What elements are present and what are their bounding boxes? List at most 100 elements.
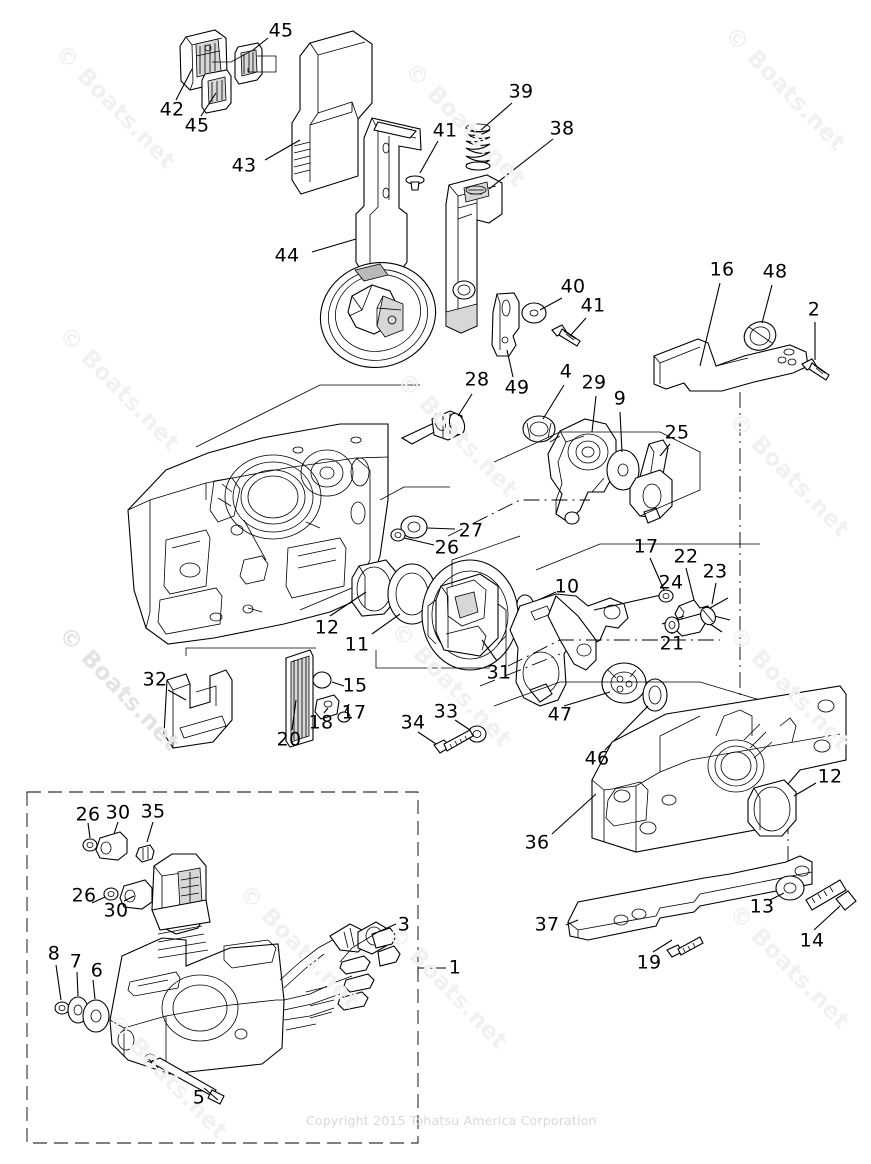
part-45-switch-upper <box>234 42 263 85</box>
part-32-bracket <box>163 669 233 749</box>
callout-30[interactable]: 30 <box>105 801 131 824</box>
callout-14[interactable]: 14 <box>799 929 825 952</box>
callout-34[interactable]: 34 <box>400 711 426 734</box>
leaders-top-left <box>175 37 277 117</box>
callout-15[interactable]: 15 <box>342 674 368 697</box>
callout-5[interactable]: 5 <box>192 1086 206 1109</box>
part-25-shift-lever <box>629 439 673 524</box>
part-26-nut-inset-lower <box>91 887 119 904</box>
part-27-washer <box>400 515 456 539</box>
part-1-remote-control-box <box>109 853 446 1105</box>
callout-46[interactable]: 46 <box>584 747 610 770</box>
callout-16[interactable]: 16 <box>709 258 735 281</box>
callout-40[interactable]: 40 <box>560 275 586 298</box>
callout-9[interactable]: 9 <box>613 387 627 410</box>
part-17-pin-right <box>649 557 674 603</box>
callout-27[interactable]: 27 <box>458 519 484 542</box>
part-37-trim-plate <box>565 855 813 941</box>
callout-28[interactable]: 28 <box>464 368 490 391</box>
callout-44[interactable]: 44 <box>274 244 300 267</box>
callout-1[interactable]: 1 <box>448 956 462 979</box>
part-24-link-plate <box>509 592 671 707</box>
callout-41b[interactable]: 41 <box>580 294 606 317</box>
part-29-cam-plate <box>547 395 617 525</box>
copyright-notice: Copyright 2015 Tohatsu America Corporati… <box>306 1113 597 1128</box>
part-17-pin-left <box>337 703 351 723</box>
callout-39[interactable]: 39 <box>508 80 534 103</box>
part-8-nut <box>54 964 70 1015</box>
part-28-shaft <box>400 393 473 445</box>
part-13-washer <box>769 875 805 901</box>
callout-12b[interactable]: 12 <box>817 765 843 788</box>
callout-23[interactable]: 23 <box>702 560 728 583</box>
callout-24[interactable]: 24 <box>658 571 684 594</box>
part-48-bushing <box>743 284 777 351</box>
callout-2[interactable]: 2 <box>807 298 821 321</box>
callout-38[interactable]: 38 <box>549 117 575 140</box>
callout-49[interactable]: 49 <box>504 376 530 399</box>
callout-19[interactable]: 19 <box>636 951 662 974</box>
part-4-bushing <box>522 384 565 443</box>
callout-45b[interactable]: 45 <box>184 114 210 137</box>
callout-12[interactable]: 12 <box>314 616 340 639</box>
part-35-clip-inset <box>135 821 155 863</box>
callout-32[interactable]: 32 <box>142 668 168 691</box>
callout-4[interactable]: 4 <box>559 360 573 383</box>
callout-48[interactable]: 48 <box>762 260 788 283</box>
callout-22[interactable]: 22 <box>673 545 699 568</box>
callout-17[interactable]: 17 <box>633 535 659 558</box>
part-15-roller <box>312 671 345 689</box>
part-2-screw <box>801 322 830 381</box>
part-34-bolt <box>417 729 474 754</box>
part-39-spring <box>465 102 513 171</box>
part-12-bushing-right <box>747 779 817 837</box>
callout-42[interactable]: 42 <box>159 98 185 121</box>
callout-18[interactable]: 18 <box>308 711 334 734</box>
callout-26d[interactable]: 26 <box>71 884 97 907</box>
callout-25[interactable]: 25 <box>664 421 690 444</box>
part-30-barrel-inset-upper <box>95 821 128 861</box>
part-26-nut <box>390 528 435 546</box>
callout-29[interactable]: 29 <box>581 371 607 394</box>
part-6-grommet <box>82 979 110 1033</box>
part-23-spring-clip <box>700 582 731 633</box>
callout-20[interactable]: 20 <box>276 728 302 751</box>
callout-26c[interactable]: 26 <box>75 803 101 826</box>
callout-3[interactable]: 3 <box>397 913 411 936</box>
part-49-detent-plate <box>491 292 520 378</box>
callout-7[interactable]: 7 <box>69 950 83 973</box>
callout-10[interactable]: 10 <box>554 575 580 598</box>
part-41-screw-lower <box>551 317 587 347</box>
part-19-screw <box>652 936 704 958</box>
part-31-drum <box>421 559 519 671</box>
callout-17b[interactable]: 17 <box>341 701 367 724</box>
part-20-rack-strip <box>285 649 314 748</box>
callout-6[interactable]: 6 <box>90 959 104 982</box>
callout-30b[interactable]: 30 <box>103 899 129 922</box>
part-40-washer <box>521 297 563 324</box>
callout-45[interactable]: 45 <box>268 19 294 42</box>
part-30-barrel-inset-lower <box>119 879 153 910</box>
callout-21[interactable]: 21 <box>659 632 685 655</box>
callout-8[interactable]: 8 <box>47 942 61 965</box>
callout-47[interactable]: 47 <box>547 703 573 726</box>
part-21-bushing <box>664 616 680 634</box>
callout-36[interactable]: 36 <box>524 831 550 854</box>
part-38-shift-bracket <box>445 138 554 334</box>
callout-11[interactable]: 11 <box>344 633 370 656</box>
part-12-bushing-left <box>329 559 397 617</box>
part-16-cable-bracket <box>653 282 809 392</box>
callout-33[interactable]: 33 <box>433 700 459 723</box>
part-18-clip <box>314 694 340 720</box>
callout-41[interactable]: 41 <box>432 119 458 142</box>
callout-43[interactable]: 43 <box>231 154 257 177</box>
callout-31[interactable]: 31 <box>486 661 512 684</box>
callout-35[interactable]: 35 <box>140 800 166 823</box>
callout-37[interactable]: 37 <box>534 913 560 936</box>
part-41-screw-upper <box>405 140 439 191</box>
callout-13[interactable]: 13 <box>749 895 775 918</box>
callout-26[interactable]: 26 <box>434 536 460 559</box>
main-housing-body <box>127 423 389 645</box>
